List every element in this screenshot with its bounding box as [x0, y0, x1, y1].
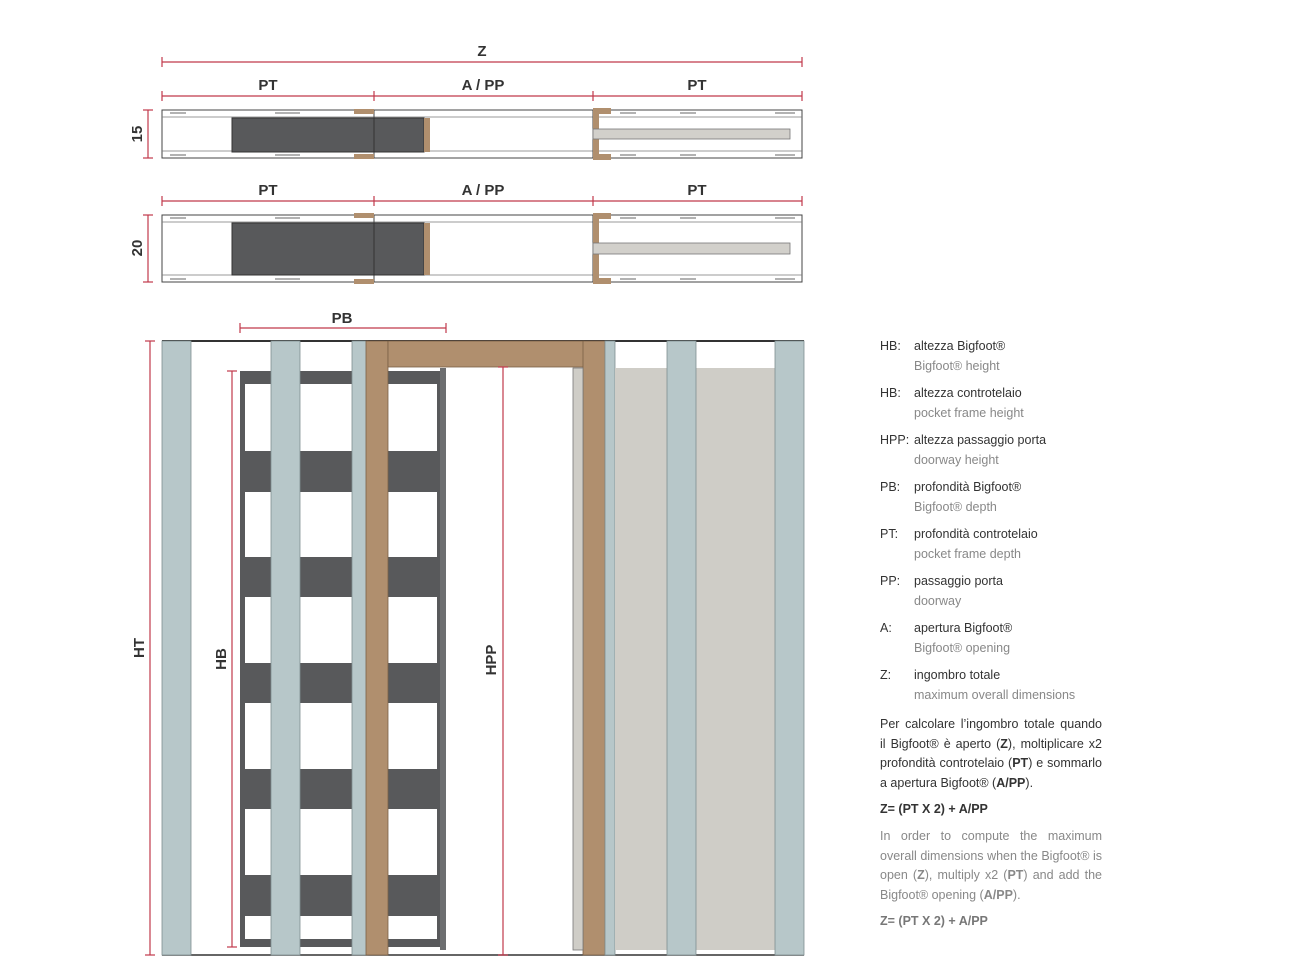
- legend-it: profondità controtelaio: [914, 527, 1038, 541]
- legend-item: PB: profondità Bigfoot® Bigfoot® depth: [880, 477, 1102, 517]
- dimension-z: [161, 57, 803, 67]
- legend-en: maximum overall dimensions: [914, 688, 1076, 702]
- dim-label-hb: HB: [213, 648, 230, 670]
- legend-it: passaggio porta: [914, 574, 1003, 588]
- dim-label-pb: PB: [332, 310, 353, 327]
- legend-item: HB: altezza Bigfoot® Bigfoot® height: [880, 336, 1102, 376]
- formula-italian: Z= (PT X 2) + A/PP: [880, 802, 988, 816]
- legend-item: PT: profondità controtelaio pocket frame…: [880, 524, 1102, 564]
- note-it-text: Per calcolare l’ingombro totale quando i…: [880, 717, 1102, 751]
- dimension-pb: [239, 323, 447, 333]
- dim-label-pt-right-2: PT: [687, 182, 706, 199]
- elevation-view: [161, 340, 805, 956]
- legend-it: apertura Bigfoot®: [914, 621, 1013, 635]
- legend-en: doorway height: [914, 453, 999, 467]
- legend-it: profondità Bigfoot®: [914, 480, 1022, 494]
- legend-key: Z:: [880, 668, 892, 682]
- note-en-app: A/PP: [983, 887, 1013, 902]
- legend-en: pocket frame height: [914, 406, 1024, 420]
- legend-en: Bigfoot® depth: [914, 500, 997, 514]
- thickness-dim-20: [143, 214, 153, 283]
- dim-label-20: 20: [129, 240, 146, 257]
- dim-label-pt-right-1: PT: [687, 77, 706, 94]
- dim-label-z: Z: [477, 43, 486, 60]
- note-it-text: ) e sommarlo a apertura Bigfoot® (: [880, 756, 1102, 790]
- dim-label-pt-left-1: PT: [258, 77, 277, 94]
- legend-it: altezza Bigfoot®: [914, 339, 1006, 353]
- dimension-hpp: [498, 366, 508, 956]
- legend-key: PT:: [880, 527, 899, 541]
- legend-key: HB:: [880, 386, 901, 400]
- note-en-text: ).: [1012, 887, 1021, 902]
- plan-view-15: [161, 108, 803, 160]
- legend-en: Bigfoot® opening: [914, 641, 1011, 655]
- legend-it: ingombro totale: [914, 668, 1001, 682]
- note-italian: Per calcolare l’ingombro totale quando i…: [880, 715, 1102, 793]
- dim-label-a-pp-1: A / PP: [462, 77, 505, 94]
- note-en-text: ) and add the Bigfoot® opening (: [880, 868, 1102, 902]
- legend-item: A: apertura Bigfoot® Bigfoot® opening: [880, 618, 1102, 658]
- note-it-z: Z: [1000, 736, 1008, 751]
- dimension-hb: [227, 370, 237, 948]
- note-it-app: A/PP: [996, 775, 1026, 790]
- note-en-text: In order to compute the maximum overall …: [880, 829, 1102, 882]
- note-it-text: ).: [1025, 775, 1034, 790]
- legend-key: HB:: [880, 339, 901, 353]
- legend-item: HB: altezza controtelaio pocket frame he…: [880, 383, 1102, 423]
- legend: HB: altezza Bigfoot® Bigfoot® height HB:…: [880, 336, 1102, 931]
- legend-en: doorway: [914, 594, 962, 608]
- dim-label-hpp: HPP: [483, 645, 500, 676]
- legend-en: pocket frame depth: [914, 547, 1022, 561]
- plan-view-20: [161, 213, 803, 284]
- dim-label-a-pp-2: A / PP: [462, 182, 505, 199]
- legend-key: PP:: [880, 574, 901, 588]
- legend-en: Bigfoot® height: [914, 359, 1000, 373]
- dim-label-ht: HT: [131, 638, 148, 658]
- legend-it: altezza passaggio porta: [914, 433, 1047, 447]
- note-en-pt: PT: [1007, 868, 1024, 882]
- legend-it: altezza controtelaio: [914, 386, 1022, 400]
- dim-label-pt-left-2: PT: [258, 182, 277, 199]
- legend-item: HPP: altezza passaggio porta doorway hei…: [880, 430, 1102, 470]
- legend-item: PP: passaggio porta doorway: [880, 571, 1102, 611]
- note-en-text: ), multiply x2 (: [924, 868, 1008, 882]
- legend-key: A:: [880, 621, 892, 635]
- dimension-row-1: [161, 91, 803, 101]
- formula-english: Z= (PT X 2) + A/PP: [880, 914, 988, 928]
- note-it-pt: PT: [1012, 756, 1029, 770]
- note-english: In order to compute the maximum overall …: [880, 827, 1102, 905]
- thickness-dim-15: [143, 109, 153, 159]
- legend-key: HPP:: [880, 433, 910, 447]
- note-it-text: ), moltiplicare x2 profondità controtela…: [880, 736, 1102, 771]
- note-en-z: Z: [917, 868, 925, 882]
- dimension-row-2: [161, 196, 803, 206]
- dimension-ht: [145, 340, 155, 956]
- legend-key: PB:: [880, 480, 901, 494]
- legend-item: Z: ingombro totale maximum overall dimen…: [880, 665, 1102, 705]
- dim-label-15: 15: [129, 126, 146, 143]
